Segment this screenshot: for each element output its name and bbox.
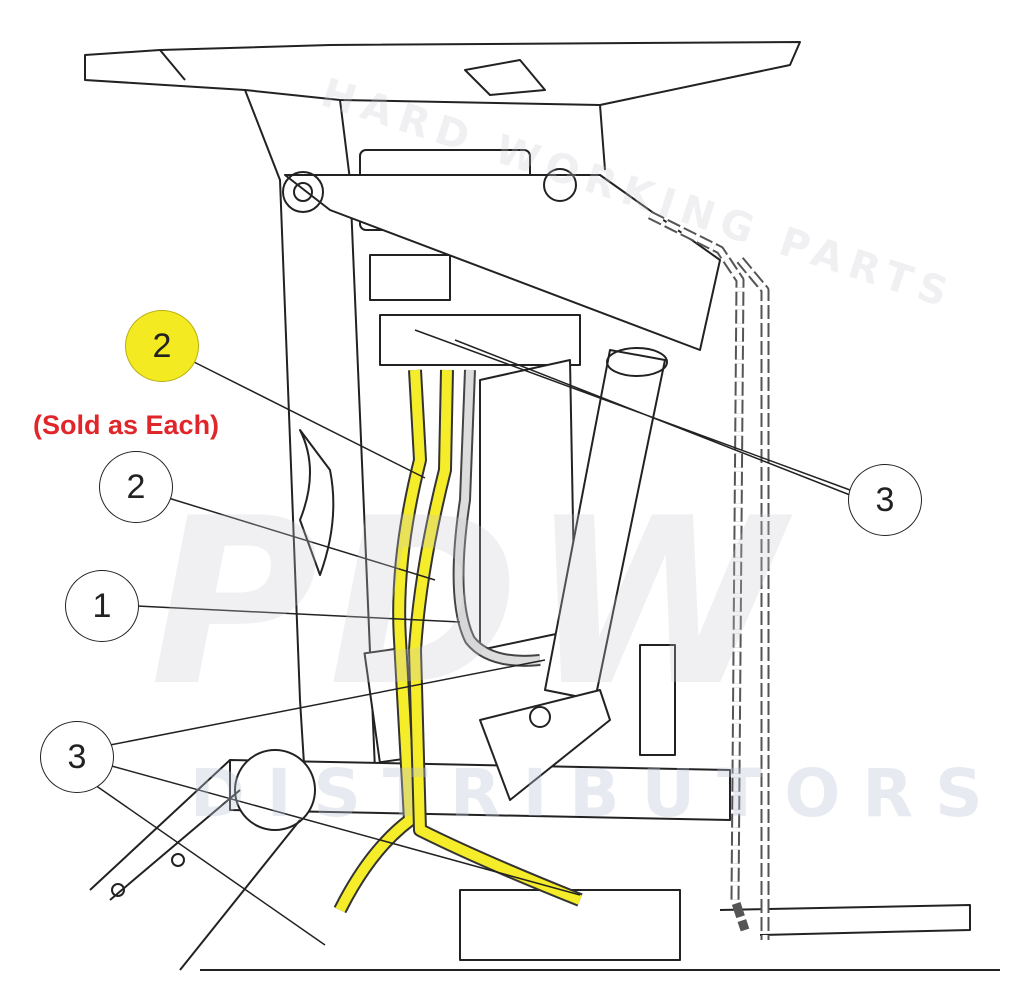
chain (647, 210, 770, 940)
lift-arm (284, 174, 721, 351)
sold-as-each-note: (Sold as Each) (33, 410, 220, 440)
hose-yellow-1 (333, 369, 427, 914)
callout-2-highlighted: 2 (125, 310, 199, 382)
callout-2: 2 (99, 451, 173, 523)
top-plate (84, 41, 801, 106)
bracket-right (639, 644, 676, 756)
callout-1: 1 (65, 570, 139, 642)
lower-crossbar (229, 759, 731, 821)
hoses (333, 369, 583, 914)
callout-3-left: 3 (40, 721, 114, 793)
frame-left (244, 89, 306, 781)
callout-3-right: 3 (848, 464, 922, 536)
plate-slot (464, 59, 546, 96)
manifold (379, 314, 581, 366)
leader-lines (94, 329, 851, 946)
